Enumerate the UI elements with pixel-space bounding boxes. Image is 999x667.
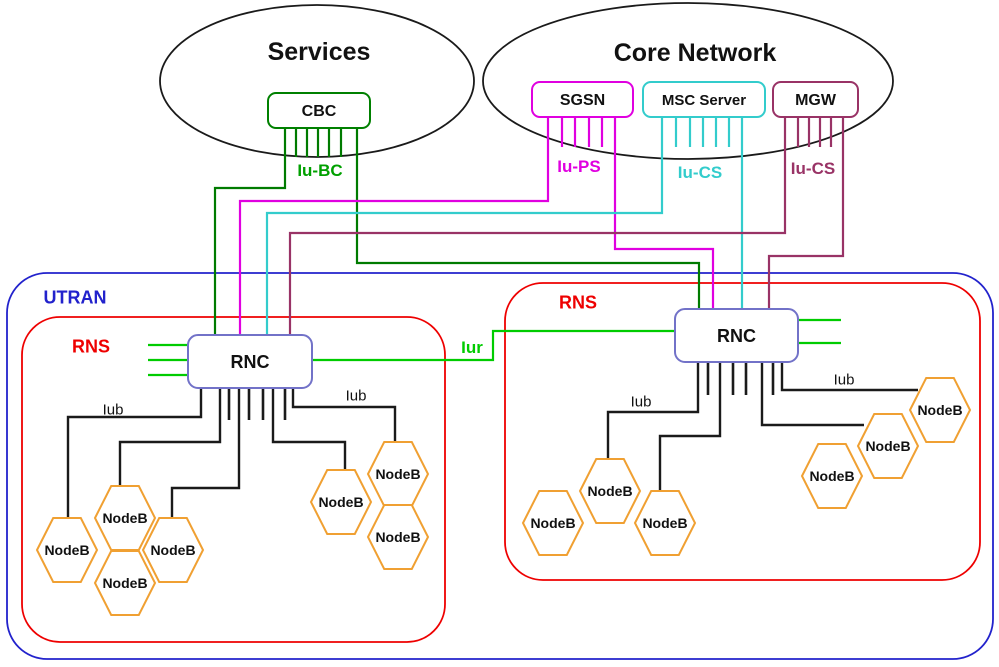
cbc-node-label: CBC <box>302 103 337 120</box>
iub-label-right-2: Iub <box>834 371 855 388</box>
iu-bc-link-right <box>355 128 701 309</box>
nodeb-hex-right-c2-label: NodeB <box>530 515 575 531</box>
nodeb-hex-right-d2-label: NodeB <box>865 438 910 454</box>
sgsn-node <box>531 81 634 118</box>
iub-link-left-1 <box>66 388 203 518</box>
iub-link-left-3 <box>170 388 241 518</box>
core-network-cloud-label: Core Network <box>614 39 777 67</box>
services-cloud-label: Services <box>268 38 371 66</box>
nodeb-hex-right-d1 <box>800 443 864 509</box>
rns-left-region-label: RNS <box>72 336 110 356</box>
rnc-right-node <box>674 308 799 363</box>
iub-label-right-1: Iub <box>631 393 652 410</box>
utran-region-label: UTRAN <box>44 287 107 307</box>
nodeb-hex-right-c1-label: NodeB <box>587 483 632 499</box>
nodeb-hex-left-b1-label: NodeB <box>318 494 363 510</box>
iu-cs-maroon-link-left <box>288 117 787 335</box>
core-network-cloud <box>482 2 894 160</box>
rns-right-region-label: RNS <box>559 292 597 312</box>
nodeb-hex-left-b3-label: NodeB <box>375 529 420 545</box>
rnc-left-node <box>187 334 313 389</box>
cbc-node <box>267 92 371 129</box>
iub-link-right-1 <box>606 362 700 459</box>
iub-link-right-2 <box>658 362 722 491</box>
iub-link-right-3 <box>760 362 864 427</box>
nodeb-hex-left-a1 <box>35 517 99 583</box>
iur-link <box>312 329 675 362</box>
nodeb-hex-left-a3-label: NodeB <box>150 542 195 558</box>
msc-server-node <box>642 81 766 118</box>
iu-bc-link-left <box>213 128 287 335</box>
iu-cs-cyan-label: Iu-CS <box>678 163 722 182</box>
sgsn-node-label: SGSN <box>560 92 605 109</box>
iu-ps-link-right <box>613 117 715 309</box>
rnc-right-node-label: RNC <box>717 326 756 346</box>
iub-link-left-5 <box>291 388 397 442</box>
nodeb-hex-right-c1 <box>578 458 642 524</box>
iub-label-left-2: Iub <box>346 387 367 404</box>
nodeb-hex-left-a3 <box>141 517 205 583</box>
nodeb-hex-left-b3 <box>366 504 430 570</box>
nodeb-hex-left-a4 <box>93 550 157 616</box>
iu-ps-label: Iu-PS <box>557 157 600 176</box>
nodeb-hex-right-d1-label: NodeB <box>809 468 854 484</box>
utran-region <box>6 272 994 660</box>
nodeb-hex-right-c3 <box>633 490 697 556</box>
iu-cs-cyan-link-left <box>265 117 664 335</box>
msc-server-node-label: MSC Server <box>662 92 746 109</box>
iub-link-left-4 <box>271 388 347 470</box>
iu-ps-link-left <box>238 117 550 335</box>
nodeb-hex-left-a2-label: NodeB <box>102 510 147 526</box>
nodeb-hex-right-d3 <box>908 377 972 443</box>
nodeb-hex-right-d2 <box>856 413 920 479</box>
mgw-node <box>772 81 859 118</box>
rnc-left-node-label: RNC <box>231 352 270 372</box>
nodeb-hex-right-c3-label: NodeB <box>642 515 687 531</box>
nodeb-hex-left-b1 <box>309 469 373 535</box>
iub-link-left-2 <box>118 388 222 486</box>
iu-bc-label: Iu-BC <box>297 161 342 180</box>
nodeb-hex-left-a4-label: NodeB <box>102 575 147 591</box>
rns-left-region <box>21 316 446 643</box>
nodeb-hex-left-a1-label: NodeB <box>44 542 89 558</box>
iur-label: Iur <box>461 338 483 357</box>
mgw-node-label: MGW <box>795 92 837 109</box>
nodeb-hex-right-c2 <box>521 490 585 556</box>
iu-cs-maroon-link-right <box>767 117 845 309</box>
iu-cs-maroon-label: Iu-CS <box>791 159 835 178</box>
iub-link-right-4 <box>780 362 918 392</box>
nodeb-hex-left-b2-label: NodeB <box>375 466 420 482</box>
nodeb-hex-right-d3-label: NodeB <box>917 402 962 418</box>
iub-label-left-1: Iub <box>103 401 124 418</box>
